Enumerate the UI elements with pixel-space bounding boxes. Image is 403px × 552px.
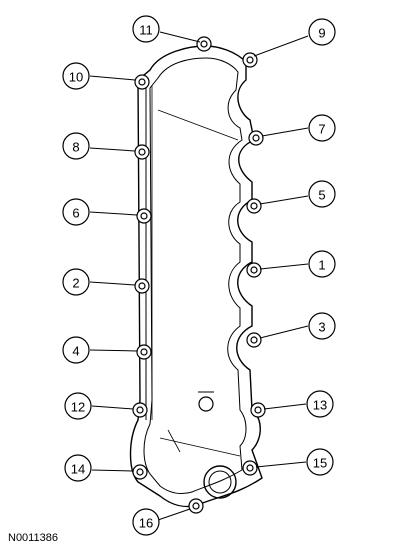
bolt-3 xyxy=(246,332,262,348)
leader-lines xyxy=(89,31,309,521)
callout-label-8: 8 xyxy=(72,140,79,155)
bolt-13 xyxy=(250,402,266,418)
callout-label-5: 5 xyxy=(318,188,325,203)
callout-labels: 11 9 10 7 8 5 6 1 2 3 4 12 13 14 15 16 xyxy=(69,23,327,531)
callout-circle-16 xyxy=(132,508,160,536)
callout-circle-1 xyxy=(308,250,336,278)
callout-label-13: 13 xyxy=(313,398,327,413)
callout-label-14: 14 xyxy=(71,462,85,477)
callout-label-3: 3 xyxy=(318,320,325,335)
bolt-15 xyxy=(242,460,258,476)
bolt-14 xyxy=(132,464,148,480)
callout-label-10: 10 xyxy=(69,70,83,85)
bolt-16 xyxy=(188,498,204,514)
callout-circle-3 xyxy=(308,312,336,340)
callout-label-16: 16 xyxy=(139,516,153,531)
bolt-6 xyxy=(136,208,152,224)
bolt-4 xyxy=(136,344,152,360)
callout-circle-13 xyxy=(306,390,334,418)
valve-cover-body xyxy=(129,45,263,508)
bolt-11 xyxy=(196,36,212,52)
callout-circle-8 xyxy=(62,132,90,160)
bolt-10 xyxy=(134,74,150,90)
bolt-12 xyxy=(132,402,148,418)
callout-label-9: 9 xyxy=(318,26,325,41)
bolt-9 xyxy=(242,52,258,68)
callout-label-11: 11 xyxy=(139,23,153,38)
bolt-8 xyxy=(134,144,150,160)
callout-circle-7 xyxy=(308,114,336,142)
callout-label-12: 12 xyxy=(71,400,85,415)
callouts xyxy=(62,15,336,536)
callout-label-15: 15 xyxy=(313,456,327,471)
callout-label-6: 6 xyxy=(72,206,79,221)
bolt-1 xyxy=(246,262,262,278)
callout-label-7: 7 xyxy=(318,122,325,137)
callout-label-4: 4 xyxy=(72,344,79,359)
bolt-2 xyxy=(134,278,150,294)
callout-circle-9 xyxy=(308,18,336,46)
callout-label-1: 1 xyxy=(318,258,325,273)
bolt-5 xyxy=(246,198,262,214)
bolt-7 xyxy=(248,130,264,146)
figure-id: N0011386 xyxy=(8,532,58,544)
callout-circle-5 xyxy=(308,180,336,208)
callout-label-2: 2 xyxy=(72,276,79,291)
bolt-group xyxy=(132,36,266,514)
callout-circle-10 xyxy=(62,62,90,90)
callout-circle-14 xyxy=(64,454,92,482)
callout-circle-11 xyxy=(132,15,160,43)
callout-circle-2 xyxy=(62,268,90,296)
callout-circle-12 xyxy=(64,392,92,420)
callout-circle-4 xyxy=(62,336,90,364)
callout-circle-6 xyxy=(62,198,90,226)
callout-circle-15 xyxy=(306,448,334,476)
